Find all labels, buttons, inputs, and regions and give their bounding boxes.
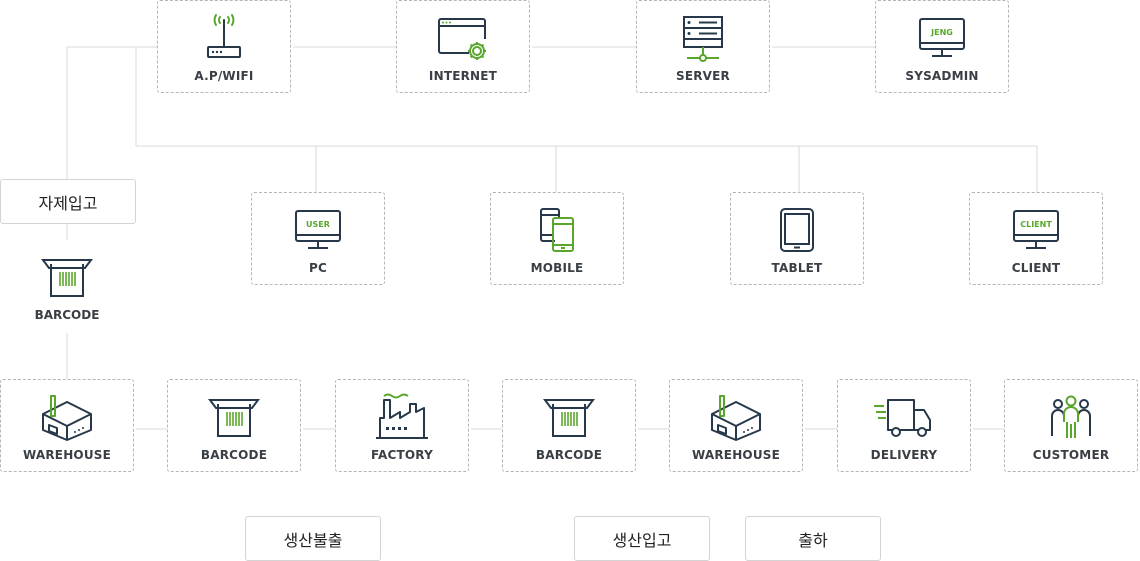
screen-label: CLIENT — [1020, 220, 1052, 229]
node-sysadmin: JENG SYSADMIN — [875, 0, 1009, 93]
delivery-truck-icon — [874, 399, 931, 437]
screen-label: JENG — [930, 28, 953, 37]
customers-group-icon — [1051, 395, 1091, 438]
node-label: MOBILE — [530, 261, 584, 275]
node-mobile: MOBILE — [490, 192, 624, 285]
node-label: FACTORY — [371, 448, 433, 462]
node-warehouse-1: WAREHOUSE — [0, 379, 134, 472]
node-pc: USER PC — [251, 192, 385, 285]
barcode-scanner-icon — [41, 259, 93, 297]
node-label: DELIVERY — [870, 448, 938, 462]
tag-material-in: 자제입고 — [0, 179, 136, 224]
warehouse-box-icon — [42, 395, 92, 441]
node-delivery: DELIVERY — [837, 379, 971, 472]
factory-icon — [376, 393, 428, 439]
node-label: SERVER — [675, 69, 730, 83]
browser-gear-icon — [438, 18, 486, 60]
node-customer: CUSTOMER — [1004, 379, 1138, 472]
warehouse-box-icon — [711, 395, 761, 441]
screen-label: USER — [306, 220, 330, 229]
node-label: WAREHOUSE — [691, 448, 781, 462]
node-client: CLIENT CLIENT — [969, 192, 1103, 285]
node-barcode-top: BARCODE — [0, 252, 134, 322]
monitor-icon: CLIENT — [1013, 210, 1059, 249]
node-label: CLIENT — [1011, 261, 1061, 275]
node-factory: FACTORY — [335, 379, 469, 472]
wifi-router-icon — [207, 14, 241, 58]
node-barcode-1: BARCODE — [167, 379, 301, 472]
node-server: SERVER — [636, 0, 770, 93]
node-label: SYSADMIN — [905, 69, 979, 83]
node-label: CUSTOMER — [1032, 448, 1110, 462]
mobile-devices-icon — [540, 208, 574, 252]
node-label: A.P/WIFI — [194, 69, 254, 83]
barcode-scanner-icon — [543, 399, 595, 437]
node-label: WAREHOUSE — [22, 448, 112, 462]
node-label: BARCODE — [34, 308, 100, 322]
tablet-icon — [780, 208, 814, 252]
node-label: TABLET — [771, 261, 823, 275]
tag-production-in: 생산입고 — [574, 516, 710, 561]
node-warehouse-2: WAREHOUSE — [669, 379, 803, 472]
server-icon — [683, 16, 723, 62]
tag-shipping: 출하 — [745, 516, 881, 561]
node-ap-wifi: A.P/WIFI — [157, 0, 291, 93]
monitor-icon: JENG — [919, 18, 965, 57]
node-internet: INTERNET — [396, 0, 530, 93]
barcode-scanner-icon — [208, 399, 260, 437]
node-label: BARCODE — [535, 448, 603, 462]
node-barcode-2: BARCODE — [502, 379, 636, 472]
node-label: PC — [308, 261, 327, 275]
node-tablet: TABLET — [730, 192, 864, 285]
node-label: BARCODE — [200, 448, 268, 462]
node-label: INTERNET — [428, 69, 498, 83]
monitor-icon: USER — [295, 210, 341, 249]
tag-production-out: 생산불출 — [245, 516, 381, 561]
